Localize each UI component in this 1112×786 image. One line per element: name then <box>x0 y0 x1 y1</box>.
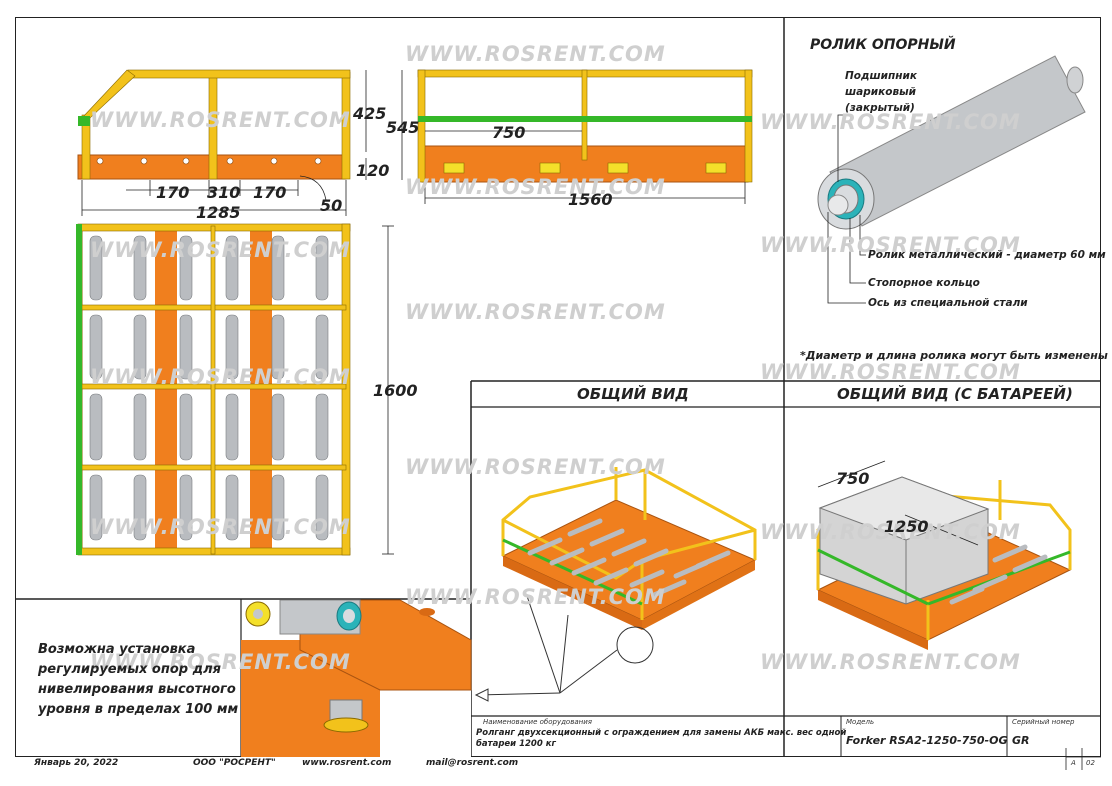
bearing-label-3: (закрытый) <box>845 102 915 114</box>
footer-email[interactable]: mail@rosrent.com <box>426 758 519 768</box>
plan-roller <box>271 314 285 380</box>
plan-roller <box>133 235 147 301</box>
iso-battery-view <box>816 460 1072 650</box>
plan-roller <box>179 314 193 380</box>
dim-170-left: 170 <box>156 183 190 202</box>
plan-roller <box>133 474 147 541</box>
plan-roller <box>89 314 103 380</box>
watermark: WWW.ROSRENT.COM <box>760 520 1021 544</box>
watermark: WWW.ROSRENT.COM <box>405 42 666 66</box>
dim-battery-1250: 1250 <box>884 517 929 536</box>
plan-roller <box>271 235 285 301</box>
watermark: WWW.ROSRENT.COM <box>405 455 666 479</box>
plan-roller <box>225 235 239 301</box>
retaining-ring-label: Стопорное кольцо <box>868 277 980 289</box>
front-view <box>417 69 753 204</box>
plan-roller <box>179 393 193 461</box>
sheet-number: 02 <box>1086 759 1095 767</box>
metal-roller-label: Ролик металлический - диаметр 60 мм <box>868 249 1106 261</box>
equipment-line: батареи 1200 кг <box>476 739 556 749</box>
equipment-label: Наименование оборудования <box>483 718 592 726</box>
plan-roller <box>89 474 103 541</box>
watermark: WWW.ROSRENT.COM <box>90 515 351 539</box>
iso-general-view <box>474 467 757 702</box>
roller-detail <box>817 55 1086 304</box>
dim-310: 310 <box>207 183 241 202</box>
bearing-label-1: Подшипник <box>845 70 917 82</box>
sheet-format: А <box>1071 759 1076 767</box>
watermark: WWW.ROSRENT.COM <box>90 238 351 262</box>
footer-date: Январь 20, 2022 <box>34 758 119 768</box>
foot-detail <box>241 599 472 757</box>
dim-battery-750: 750 <box>836 469 870 488</box>
plan-roller <box>315 235 329 301</box>
watermark: WWW.ROSRENT.COM <box>90 365 351 389</box>
plan-roller <box>89 393 103 461</box>
axle-label: Ось из специальной стали <box>868 297 1028 309</box>
serial-label: Серийный номер <box>1012 718 1075 726</box>
roller-title: РОЛИК ОПОРНЫЙ <box>810 37 956 53</box>
bearing-label-2: шариковый <box>845 86 916 98</box>
dim-1600: 1600 <box>373 381 418 400</box>
watermark: WWW.ROSRENT.COM <box>760 110 1021 134</box>
equipment-line: Ролганг двухсекционный с ограждением для… <box>476 728 847 738</box>
plan-roller <box>179 235 193 301</box>
feet-note: Возможна установка регулируемых опор для… <box>38 640 238 720</box>
plan-rollers <box>89 235 329 541</box>
roller-size-note: *Диаметр и длина ролика могут быть измен… <box>800 349 1108 362</box>
plan-roller <box>225 474 239 541</box>
dim-170-right: 170 <box>253 183 287 202</box>
equipment-name: Ролганг двухсекционный с ограждением для… <box>476 728 846 750</box>
watermark: WWW.ROSRENT.COM <box>405 175 666 199</box>
feet-note-line: регулируемых опор для <box>38 662 221 677</box>
plan-roller <box>315 314 329 380</box>
drawing-frame <box>15 17 1101 757</box>
plan-view <box>76 223 351 556</box>
watermark: WWW.ROSRENT.COM <box>760 360 1021 384</box>
feet-note-line: нивелирования высотного <box>38 682 236 697</box>
dim-1560: 1560 <box>568 190 613 209</box>
feet-note-line: уровня в пределах 100 мм <box>38 702 239 717</box>
serial-value: GR <box>1012 734 1030 747</box>
plan-roller <box>133 314 147 380</box>
watermark: WWW.ROSRENT.COM <box>760 650 1021 674</box>
plan-roller <box>315 474 329 541</box>
dim-750: 750 <box>492 123 526 142</box>
dim-1285: 1285 <box>196 203 241 222</box>
dim-545: 545 <box>386 118 420 137</box>
watermark: WWW.ROSRENT.COM <box>760 233 1021 257</box>
plan-roller <box>89 235 103 301</box>
plan-roller <box>133 393 147 461</box>
watermark: WWW.ROSRENT.COM <box>405 300 666 324</box>
plan-roller <box>271 393 285 461</box>
footer-website[interactable]: www.rosrent.com <box>302 758 392 768</box>
plan-roller <box>225 314 239 380</box>
plan-roller <box>315 393 329 461</box>
side-view <box>77 69 403 216</box>
feet-note-line: Возможна установка <box>38 642 196 657</box>
battery-view-title: ОБЩИЙ ВИД (С БАТАРЕЕЙ) <box>837 385 1073 403</box>
footer-company: ООО "РОСРЕНТ" <box>193 758 276 768</box>
dim-50: 50 <box>320 196 343 215</box>
plan-roller <box>271 474 285 541</box>
watermark: WWW.ROSRENT.COM <box>405 585 666 609</box>
model-value: Forker RSA2-1250-750-OG <box>846 734 1008 747</box>
plan-roller <box>179 474 193 541</box>
model-label: Модель <box>846 718 875 726</box>
plan-roller <box>225 393 239 461</box>
general-view-title: ОБЩИЙ ВИД <box>577 385 689 403</box>
dim-120: 120 <box>356 161 390 180</box>
watermark: WWW.ROSRENT.COM <box>90 108 351 132</box>
dim-425: 425 <box>353 104 387 123</box>
watermark: WWW.ROSRENT.COM <box>90 650 351 674</box>
